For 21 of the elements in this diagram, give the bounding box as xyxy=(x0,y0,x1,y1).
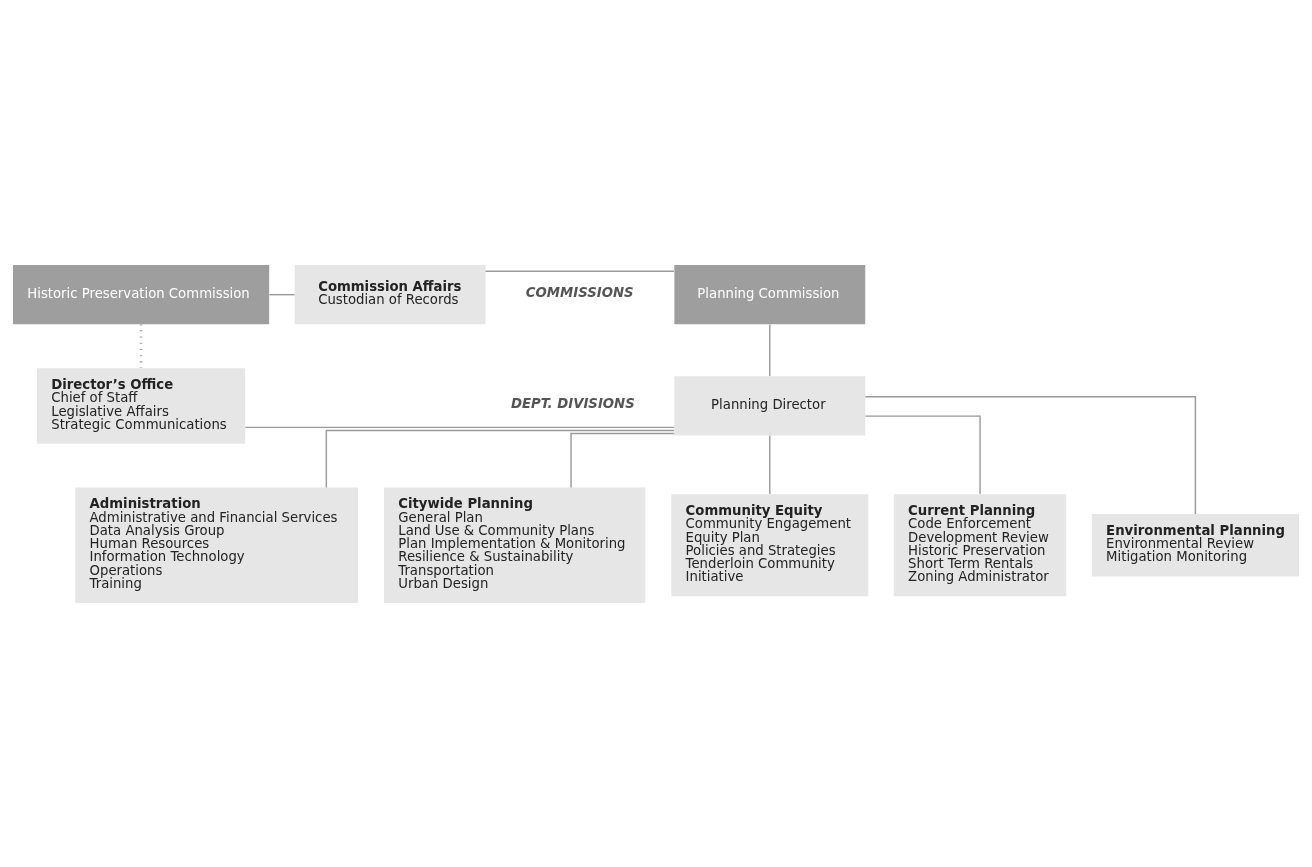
connector xyxy=(484,270,675,272)
label: COMMISSIONS xyxy=(525,284,634,300)
connector xyxy=(570,432,675,488)
connector xyxy=(864,395,1197,515)
connector xyxy=(769,434,771,495)
connector xyxy=(864,414,981,495)
connector xyxy=(325,429,675,488)
node-box: Planning Commission xyxy=(674,264,866,324)
node-box: Citywide Planning General Plan Land Use & Community Plans Plan Implementation & Monitoring Resilience & Sustainability Transportation Urban Design xyxy=(384,487,646,603)
connector xyxy=(244,426,676,428)
node-box: Planning Director xyxy=(674,375,866,436)
label: DEPT. DIVISIONS xyxy=(511,395,635,411)
node-box: Administration Administrative and Financial Services Data Analysis Group Human Resources Information Technology Operations Training xyxy=(75,487,358,603)
node-box: Commission Affairs Custodian of Records xyxy=(294,264,486,324)
node-box: Historic Preservation Commission xyxy=(13,264,270,324)
node-box: Environmental Planning Environmental Review Mitigation Monitoring xyxy=(1091,513,1299,576)
node-box: Current Planning Code Enforcement Development Review Historic Preservation Short Term Rentals Zoning Administrator xyxy=(893,493,1067,596)
node-box: Director’s Office Chief of Staff Legislative Affairs Strategic Communications xyxy=(37,367,246,444)
connector xyxy=(769,323,771,377)
connector xyxy=(268,293,296,295)
node-box: Community Equity Community Engagement Equity Plan Policies and Strategies Tenderloin Community Initiative xyxy=(671,493,869,596)
